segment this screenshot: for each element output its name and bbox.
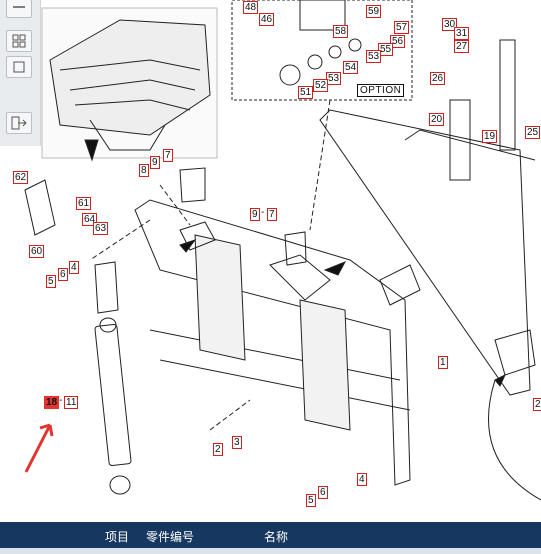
callout-8[interactable]: 8 xyxy=(139,164,149,177)
callout-60[interactable]: 60 xyxy=(29,245,45,258)
callout-1[interactable]: 1 xyxy=(438,356,448,369)
table-row[interactable] xyxy=(0,548,541,554)
callout-63[interactable]: 63 xyxy=(93,222,109,235)
column-header-item[interactable]: 项目 xyxy=(105,530,130,544)
callout-7[interactable]: 7 xyxy=(163,149,173,162)
callout-2b[interactable]: 2 xyxy=(533,398,541,411)
callout-46[interactable]: 46 xyxy=(259,13,275,26)
callout-51[interactable]: 51 xyxy=(298,86,314,99)
callout-25[interactable]: 25 xyxy=(525,126,541,139)
callout-18-highlighted[interactable]: 18 xyxy=(44,396,60,409)
exit-button[interactable] xyxy=(6,112,32,134)
callout-27[interactable]: 27 xyxy=(454,40,470,53)
option-label: OPTION xyxy=(357,84,405,97)
minus-icon xyxy=(13,6,25,8)
callout-3[interactable]: 3 xyxy=(232,436,242,449)
square-icon xyxy=(13,61,25,73)
callout-6[interactable]: 6 xyxy=(58,268,68,281)
callout-53b[interactable]: 53 xyxy=(326,72,342,85)
callout-5[interactable]: 5 xyxy=(46,275,56,288)
callout-62[interactable]: 62 xyxy=(13,171,29,184)
callout-9b[interactable]: 9 xyxy=(250,208,260,221)
callout-61[interactable]: 61 xyxy=(76,197,92,210)
callout-48[interactable]: 48 xyxy=(243,1,259,14)
callout-20[interactable]: 20 xyxy=(429,113,445,126)
callout-4[interactable]: 4 xyxy=(69,261,79,274)
fit-view-button[interactable] xyxy=(6,56,32,78)
exploded-view-drawing xyxy=(24,0,541,501)
callout-31[interactable]: 31 xyxy=(454,27,470,40)
callout-5b[interactable]: 5 xyxy=(306,494,316,507)
callout-30[interactable]: 30 xyxy=(442,18,458,31)
callout-26[interactable]: 26 xyxy=(430,72,446,85)
callout-58[interactable]: 58 xyxy=(333,25,349,38)
parts-table-header: 项目 零件编号 名称 xyxy=(0,522,541,548)
callout-6b[interactable]: 6 xyxy=(318,486,328,499)
callout-19[interactable]: 19 xyxy=(482,130,498,143)
column-header-part-no[interactable]: 零件编号 xyxy=(146,530,195,544)
callout-55[interactable]: 55 xyxy=(378,43,394,56)
callout-2[interactable]: 2 xyxy=(213,443,223,456)
grid-view-button[interactable] xyxy=(6,30,32,52)
range-dash: - xyxy=(261,207,265,218)
column-header-name[interactable]: 名称 xyxy=(264,530,289,544)
callout-11[interactable]: 11 xyxy=(64,396,79,409)
grid-icon xyxy=(12,34,26,48)
callout-56[interactable]: 56 xyxy=(390,35,406,48)
callout-53[interactable]: 53 xyxy=(366,50,382,63)
callout-9[interactable]: 9 xyxy=(150,156,160,169)
callout-52[interactable]: 52 xyxy=(313,79,329,92)
parts-diagram: 48 46 59 57 30 31 27 58 56 55 53 54 53 5… xyxy=(13,0,541,507)
callout-57[interactable]: 57 xyxy=(394,21,410,34)
callout-7b[interactable]: 7 xyxy=(267,208,277,221)
viewer-toolbar xyxy=(0,0,41,146)
exit-icon xyxy=(11,116,27,130)
callout-59[interactable]: 59 xyxy=(366,5,382,18)
callout-4b[interactable]: 4 xyxy=(357,473,367,486)
range-dash-2: - xyxy=(59,395,63,406)
zoom-out-button[interactable] xyxy=(6,0,32,18)
callout-54[interactable]: 54 xyxy=(343,61,359,74)
